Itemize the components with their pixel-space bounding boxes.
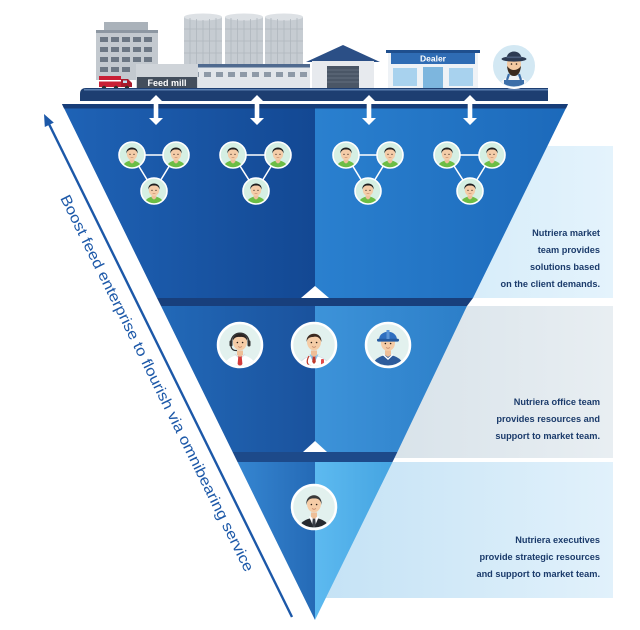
up-triangle-icon xyxy=(301,286,329,298)
description-line: team provides xyxy=(538,245,600,255)
cluster-links xyxy=(130,154,178,193)
office-team-avatars xyxy=(216,321,412,369)
store-window xyxy=(449,68,473,86)
dealer-sign xyxy=(391,53,475,64)
tier-office-team xyxy=(161,306,467,452)
warehouse-door xyxy=(327,66,359,88)
description-line: Nutriera executives xyxy=(515,535,600,545)
farmer-avatar xyxy=(491,43,537,89)
factory-cornice xyxy=(96,30,158,33)
face xyxy=(233,333,247,351)
executive-avatar xyxy=(290,483,338,531)
team-cluster xyxy=(220,142,291,212)
tier-descriptions: Nutriera market team provides solutions … xyxy=(476,228,600,579)
factory-roof-block xyxy=(104,22,148,32)
feed-mill-sign xyxy=(137,77,197,88)
face xyxy=(307,495,321,513)
cluster-links xyxy=(445,154,494,193)
office-team-description: Nutriera office team provides resources … xyxy=(495,397,600,441)
team-cluster xyxy=(434,142,505,212)
suit xyxy=(298,518,330,528)
silo xyxy=(225,13,263,69)
arrow-line xyxy=(47,123,294,618)
support-agent-avatar xyxy=(216,321,264,369)
description-line: provides resources and xyxy=(496,414,600,424)
tier-divider xyxy=(232,452,398,462)
description-line: support to market team. xyxy=(495,431,600,441)
top-scene: Feed mill Dealer xyxy=(80,13,548,101)
feed-mill-building: Feed mill xyxy=(136,64,198,88)
silos xyxy=(184,13,303,69)
arrow-head-icon xyxy=(44,114,54,127)
tie xyxy=(237,355,243,366)
doctor-avatar xyxy=(290,321,338,369)
cluster-links xyxy=(231,154,280,193)
blue-roof-warehouse xyxy=(306,45,380,88)
description-line: provide strategic resources xyxy=(479,552,600,562)
tier-divider xyxy=(157,298,473,306)
market-team-clusters xyxy=(119,142,505,212)
market-team-description: Nutriera market team provides solutions … xyxy=(500,228,600,289)
feed-mill-label: Feed mill xyxy=(147,78,186,88)
description-line: and support to market team. xyxy=(476,569,600,579)
silo xyxy=(265,13,303,69)
cluster-links xyxy=(344,154,392,193)
store-window xyxy=(393,68,417,86)
shirt xyxy=(224,355,256,366)
store-door xyxy=(423,67,443,88)
description-line: Nutriera office team xyxy=(514,397,600,407)
description-line: on the client demands. xyxy=(500,279,600,289)
engineer-avatar xyxy=(364,321,412,369)
team-cluster xyxy=(333,142,403,212)
silo xyxy=(184,13,222,69)
description-line: Nutriera market xyxy=(532,228,600,238)
description-line: solutions based xyxy=(530,262,600,272)
work-uniform xyxy=(372,355,404,366)
dealer-store: Dealer xyxy=(386,50,480,88)
executives-description: Nutriera executives provide strategic re… xyxy=(476,535,600,579)
team-cluster xyxy=(119,142,189,212)
face xyxy=(307,333,321,351)
hair xyxy=(306,333,322,342)
ground-bar xyxy=(80,88,548,101)
hair xyxy=(232,333,248,342)
hair xyxy=(306,495,322,505)
up-triangle-icon xyxy=(303,441,327,452)
beard xyxy=(507,66,521,76)
factory-windows xyxy=(100,37,152,72)
dealer-label: Dealer xyxy=(420,54,447,64)
headset-icon xyxy=(230,332,250,344)
long-warehouse xyxy=(186,64,310,88)
